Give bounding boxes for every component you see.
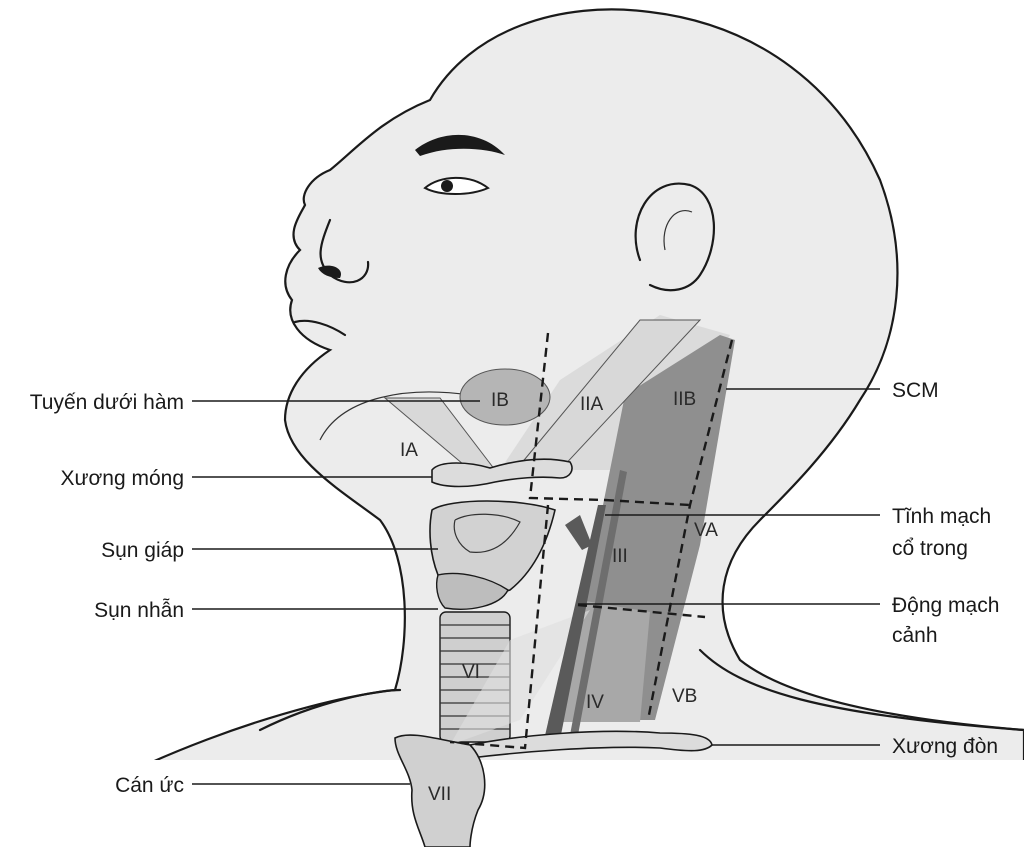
zone-vi-label: VI	[462, 662, 480, 683]
submandibular-gland	[459, 368, 551, 426]
thyroid-cartilage	[429, 500, 556, 596]
label-tinh-mach-line2: cổ trong	[892, 537, 968, 560]
carotid-artery	[570, 470, 627, 735]
zone-ia-label: IA	[400, 440, 418, 461]
boundary-scm-posterior	[646, 339, 734, 721]
zone-vb-label: VB	[672, 686, 697, 707]
zone-iii-label: III	[612, 546, 628, 567]
label-can-uc: Cán ức	[115, 774, 184, 797]
boundary-vi-medial	[449, 504, 550, 750]
label-xuong-don: Xương đòn	[892, 735, 998, 758]
zone-iia-label: IIA	[580, 394, 604, 415]
pupil	[441, 180, 453, 192]
shoulder-right-line	[698, 648, 1024, 732]
label-tinh-mach-line1: Tĩnh mạch	[892, 505, 991, 528]
eye	[423, 176, 490, 195]
zone-va-label: VA	[694, 520, 718, 541]
label-sun-nhan: Sụn nhẫn	[94, 599, 184, 622]
label-sun-giap: Sụn giáp	[101, 539, 184, 562]
nostril	[318, 265, 341, 278]
label-tuyen-duoi-ham: Tuyến dưới hàm	[30, 391, 184, 414]
internal-jugular-vein	[544, 505, 606, 740]
mouth	[293, 319, 347, 337]
label-xuong-mong: Xương móng	[60, 467, 184, 490]
jaw-line	[319, 391, 471, 441]
label-dong-mach-line1: Động mạch	[892, 594, 999, 617]
zone-iib-label: IIB	[673, 389, 696, 410]
clavicle	[469, 730, 713, 759]
hyoid-bone	[431, 458, 573, 488]
ear	[634, 182, 716, 292]
label-scm: SCM	[892, 379, 939, 402]
zone-iv-label: IV	[586, 692, 604, 713]
vein-branch	[565, 515, 592, 550]
zone-ib-label: IB	[491, 390, 509, 411]
label-dong-mach-line2: cảnh	[892, 624, 938, 647]
level-vi-region	[450, 610, 590, 745]
manubrium	[394, 734, 486, 847]
shoulder-left-line	[258, 688, 402, 732]
thyroid-notch	[453, 513, 521, 553]
eyebrow	[415, 134, 505, 156]
zone-vii-label: VII	[428, 784, 451, 805]
cricoid-cartilage	[436, 572, 509, 610]
ear-inner	[663, 210, 693, 251]
boundary-level-i-ii	[528, 332, 606, 502]
boundary-iii-iv	[577, 603, 706, 619]
